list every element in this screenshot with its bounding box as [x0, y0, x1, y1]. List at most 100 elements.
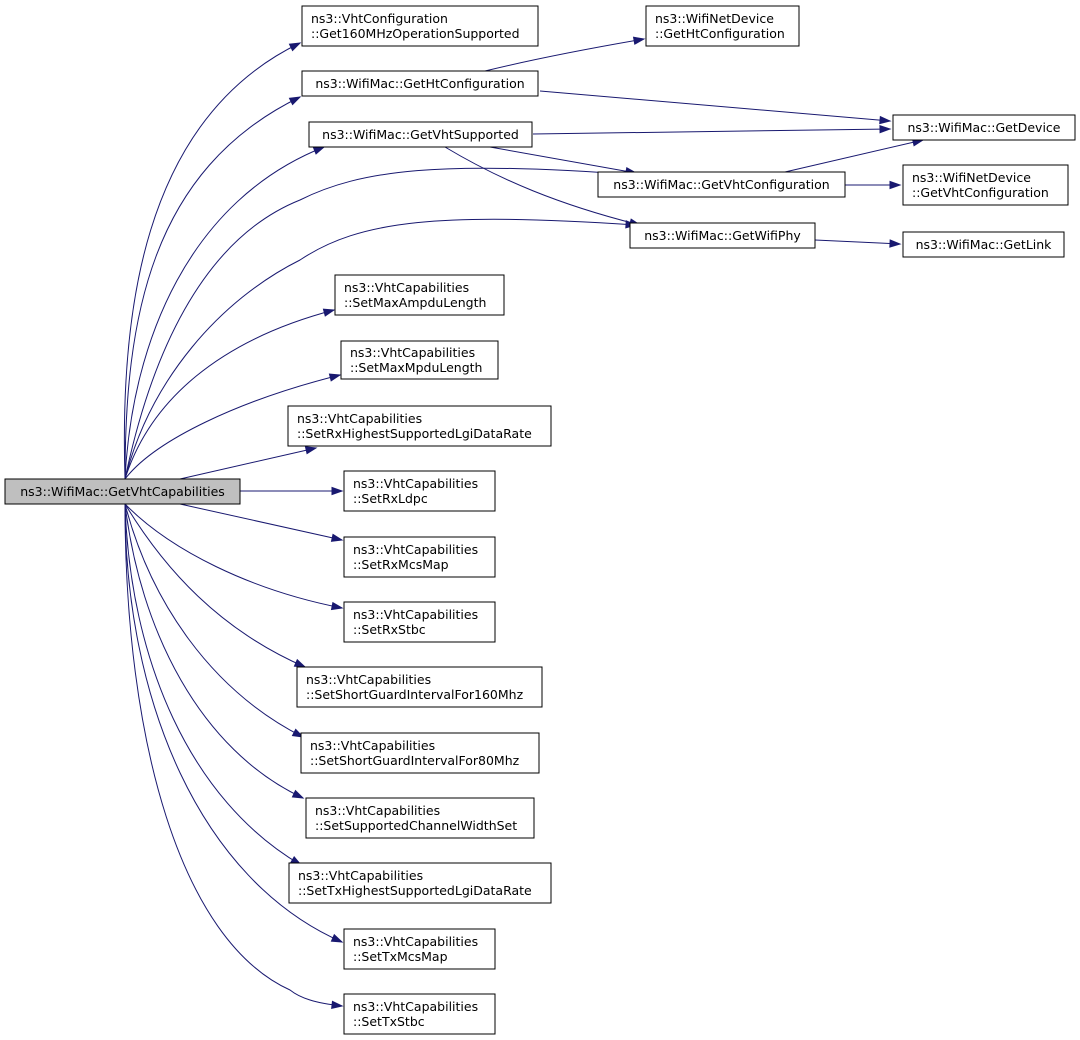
node-label-line: ::SetRxHighestSupportedLgiDataRate: [297, 426, 532, 441]
edge-getHtConf-to-getDevice: [539, 90, 892, 125]
call-graph-nodes: ns3::WifiMac::GetVhtCapabilitiesns3::Vht…: [4, 5, 1076, 1035]
node-label-line: ns3::VhtCapabilities: [353, 934, 478, 949]
function-node-setTxMcs[interactable]: ns3::VhtCapabilities::SetTxMcsMap: [343, 928, 496, 970]
function-node-setTxHigh[interactable]: ns3::VhtCapabilities::SetTxHighestSuppor…: [288, 862, 552, 904]
edge-getVhtConf-to-getDevice: [784, 138, 925, 173]
node-label-line: ns3::VhtConfiguration: [311, 11, 448, 26]
function-node-setRxMcs[interactable]: ns3::VhtCapabilities::SetRxMcsMap: [343, 536, 496, 578]
edge-root-to-setMaxMpdu: [124, 373, 342, 480]
node-box: [343, 536, 496, 578]
edge-arrowhead: [312, 146, 326, 155]
node-label-line: ns3::VhtCapabilities: [353, 607, 478, 622]
node-label-line: ::SetMaxAmpduLength: [344, 295, 486, 310]
node-box: [597, 171, 846, 198]
function-node-getWifiPhy[interactable]: ns3::WifiMac::GetWifiPhy: [629, 222, 816, 249]
edge-arrowhead: [889, 239, 902, 248]
edge-line: [784, 139, 924, 173]
node-box: [296, 666, 543, 708]
node-label-line: ns3::WifiMac::GetVhtCapabilities: [20, 484, 225, 499]
edge-line: [532, 128, 891, 135]
node-box: [305, 797, 535, 839]
edge-arrowhead: [322, 308, 336, 317]
edge-line: [124, 146, 325, 480]
edge-arrowhead: [879, 115, 892, 125]
root-function-node: ns3::WifiMac::GetVhtCapabilities: [4, 478, 241, 505]
function-node-getLink[interactable]: ns3::WifiMac::GetLink: [902, 231, 1065, 258]
node-label-line: ns3::VhtCapabilities: [344, 280, 469, 295]
node-label-line: ns3::WifiMac::GetVhtConfiguration: [613, 177, 829, 192]
edge-arrowhead: [331, 1000, 344, 1009]
node-label-line: ::GetHtConfiguration: [655, 26, 785, 41]
edge-line: [124, 503, 306, 668]
node-box: [902, 231, 1065, 258]
node-box: [902, 164, 1069, 206]
edge-arrowhead: [288, 42, 302, 52]
node-box: [288, 862, 552, 904]
edge-getWifiPhy-to-getLink: [814, 239, 902, 248]
edge-arrowhead: [330, 601, 344, 611]
node-label-line: ::SetMaxMpduLength: [350, 360, 482, 375]
node-label-line: ::SetSupportedChannelWidthSet: [315, 818, 517, 833]
edge-line: [489, 146, 637, 174]
function-node-setRxLdpc[interactable]: ns3::VhtCapabilities::SetRxLdpc: [343, 470, 496, 512]
node-label-line: ns3::VhtCapabilities: [297, 411, 422, 426]
function-node-vhtcfg160[interactable]: ns3::VhtConfiguration::Get160MHzOperatio…: [301, 5, 539, 47]
node-label-line: ns3::VhtCapabilities: [310, 738, 435, 753]
node-label-line: ::SetTxStbc: [353, 1014, 425, 1029]
edge-arrowhead: [632, 36, 646, 45]
node-label-line: ::SetRxMcsMap: [353, 557, 449, 572]
function-node-setChanWidth[interactable]: ns3::VhtCapabilities::SetSupportedChanne…: [305, 797, 535, 839]
function-node-setRxStbc[interactable]: ns3::VhtCapabilities::SetRxStbc: [343, 601, 496, 643]
edge-root-to-setRxMcs: [179, 503, 344, 542]
function-node-getVhtConf[interactable]: ns3::WifiMac::GetVhtConfiguration: [597, 171, 846, 198]
function-node-netdevHt[interactable]: ns3::WifiNetDevice::GetHtConfiguration: [645, 5, 800, 47]
edge-getHtConf-to-netdevHt: [484, 36, 646, 72]
node-box: [343, 601, 496, 643]
edge-line: [124, 503, 343, 943]
function-node-setSgi80[interactable]: ns3::VhtCapabilities::SetShortGuardInter…: [300, 732, 540, 774]
edge-arrowhead: [288, 96, 302, 106]
edge-line: [814, 239, 901, 245]
function-node-getDevice[interactable]: ns3::WifiMac::GetDevice: [892, 114, 1076, 141]
edge-root-to-vhtcfg160: [123, 42, 302, 480]
node-label-line: ns3::WifiNetDevice: [912, 170, 1031, 185]
function-node-setMaxAmpdu[interactable]: ns3::VhtCapabilities::SetMaxAmpduLength: [334, 274, 505, 316]
edge-line: [124, 309, 335, 480]
node-box: [892, 114, 1076, 141]
node-label-line: ns3::VhtCapabilities: [350, 345, 475, 360]
edge-arrowhead: [879, 124, 892, 134]
edge-root-to-setRxStbc: [124, 503, 344, 611]
node-label-line: ns3::VhtCapabilities: [353, 999, 478, 1014]
edge-root-to-setRxLdpc: [240, 486, 344, 496]
edge-line: [444, 146, 641, 226]
function-node-getHtConf[interactable]: ns3::WifiMac::GetHtConfiguration: [301, 70, 539, 97]
edge-arrowhead: [330, 933, 344, 943]
edge-arrowhead: [330, 533, 344, 542]
edge-line: [484, 38, 645, 72]
edge-line: [123, 42, 301, 480]
node-box: [343, 928, 496, 970]
node-label-line: ns3::VhtCapabilities: [353, 476, 478, 491]
edge-arrowhead: [291, 789, 305, 799]
node-box: [334, 274, 505, 316]
function-node-setMaxMpdu[interactable]: ns3::VhtCapabilities::SetMaxMpduLength: [340, 340, 499, 380]
edge-root-to-setTxStbc: [124, 503, 344, 1009]
node-box: [308, 121, 533, 148]
node-box: [300, 732, 540, 774]
edge-root-to-setTxHigh: [124, 503, 303, 866]
node-box: [287, 405, 552, 447]
node-label-line: ns3::VhtCapabilities: [353, 542, 478, 557]
edge-line: [124, 96, 301, 480]
edge-root-to-setSgi160: [124, 503, 307, 668]
function-node-getVhtSup[interactable]: ns3::WifiMac::GetVhtSupported: [308, 121, 533, 148]
edge-getVhtSup-to-getDevice: [532, 124, 892, 135]
function-node-setRxHigh[interactable]: ns3::VhtCapabilities::SetRxHighestSuppor…: [287, 405, 552, 447]
function-node-netdevVht[interactable]: ns3::WifiNetDevice::GetVhtConfiguration: [902, 164, 1069, 206]
function-node-setTxStbc[interactable]: ns3::VhtCapabilities::SetTxStbc: [343, 993, 496, 1035]
node-box: [343, 470, 496, 512]
edge-root-to-getHtConf: [124, 96, 302, 480]
edge-line: [124, 503, 304, 738]
function-node-setSgi160[interactable]: ns3::VhtCapabilities::SetShortGuardInter…: [296, 666, 543, 708]
edge-line: [124, 167, 637, 480]
